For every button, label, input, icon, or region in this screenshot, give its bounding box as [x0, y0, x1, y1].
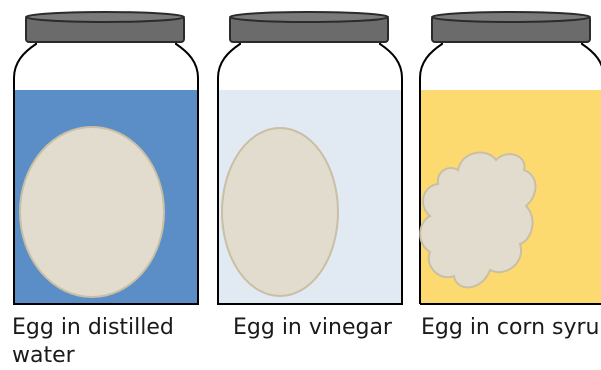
jar-lid-top: [230, 12, 388, 22]
jar-vinegar: [218, 12, 402, 304]
jar-lid-top: [432, 12, 590, 22]
jar-distilled-water: [14, 12, 198, 304]
egg-normal: [222, 128, 338, 296]
egg-swollen: [20, 127, 164, 297]
jar-corn-syrup: [420, 12, 601, 304]
jar-lid-top: [26, 12, 184, 22]
jar-label-corn-syrup: Egg in corn syrup: [421, 314, 601, 342]
jar-label-vinegar: Egg in vinegar: [233, 314, 413, 342]
jar-label-distilled-water: Egg in distilled water: [12, 314, 202, 370]
